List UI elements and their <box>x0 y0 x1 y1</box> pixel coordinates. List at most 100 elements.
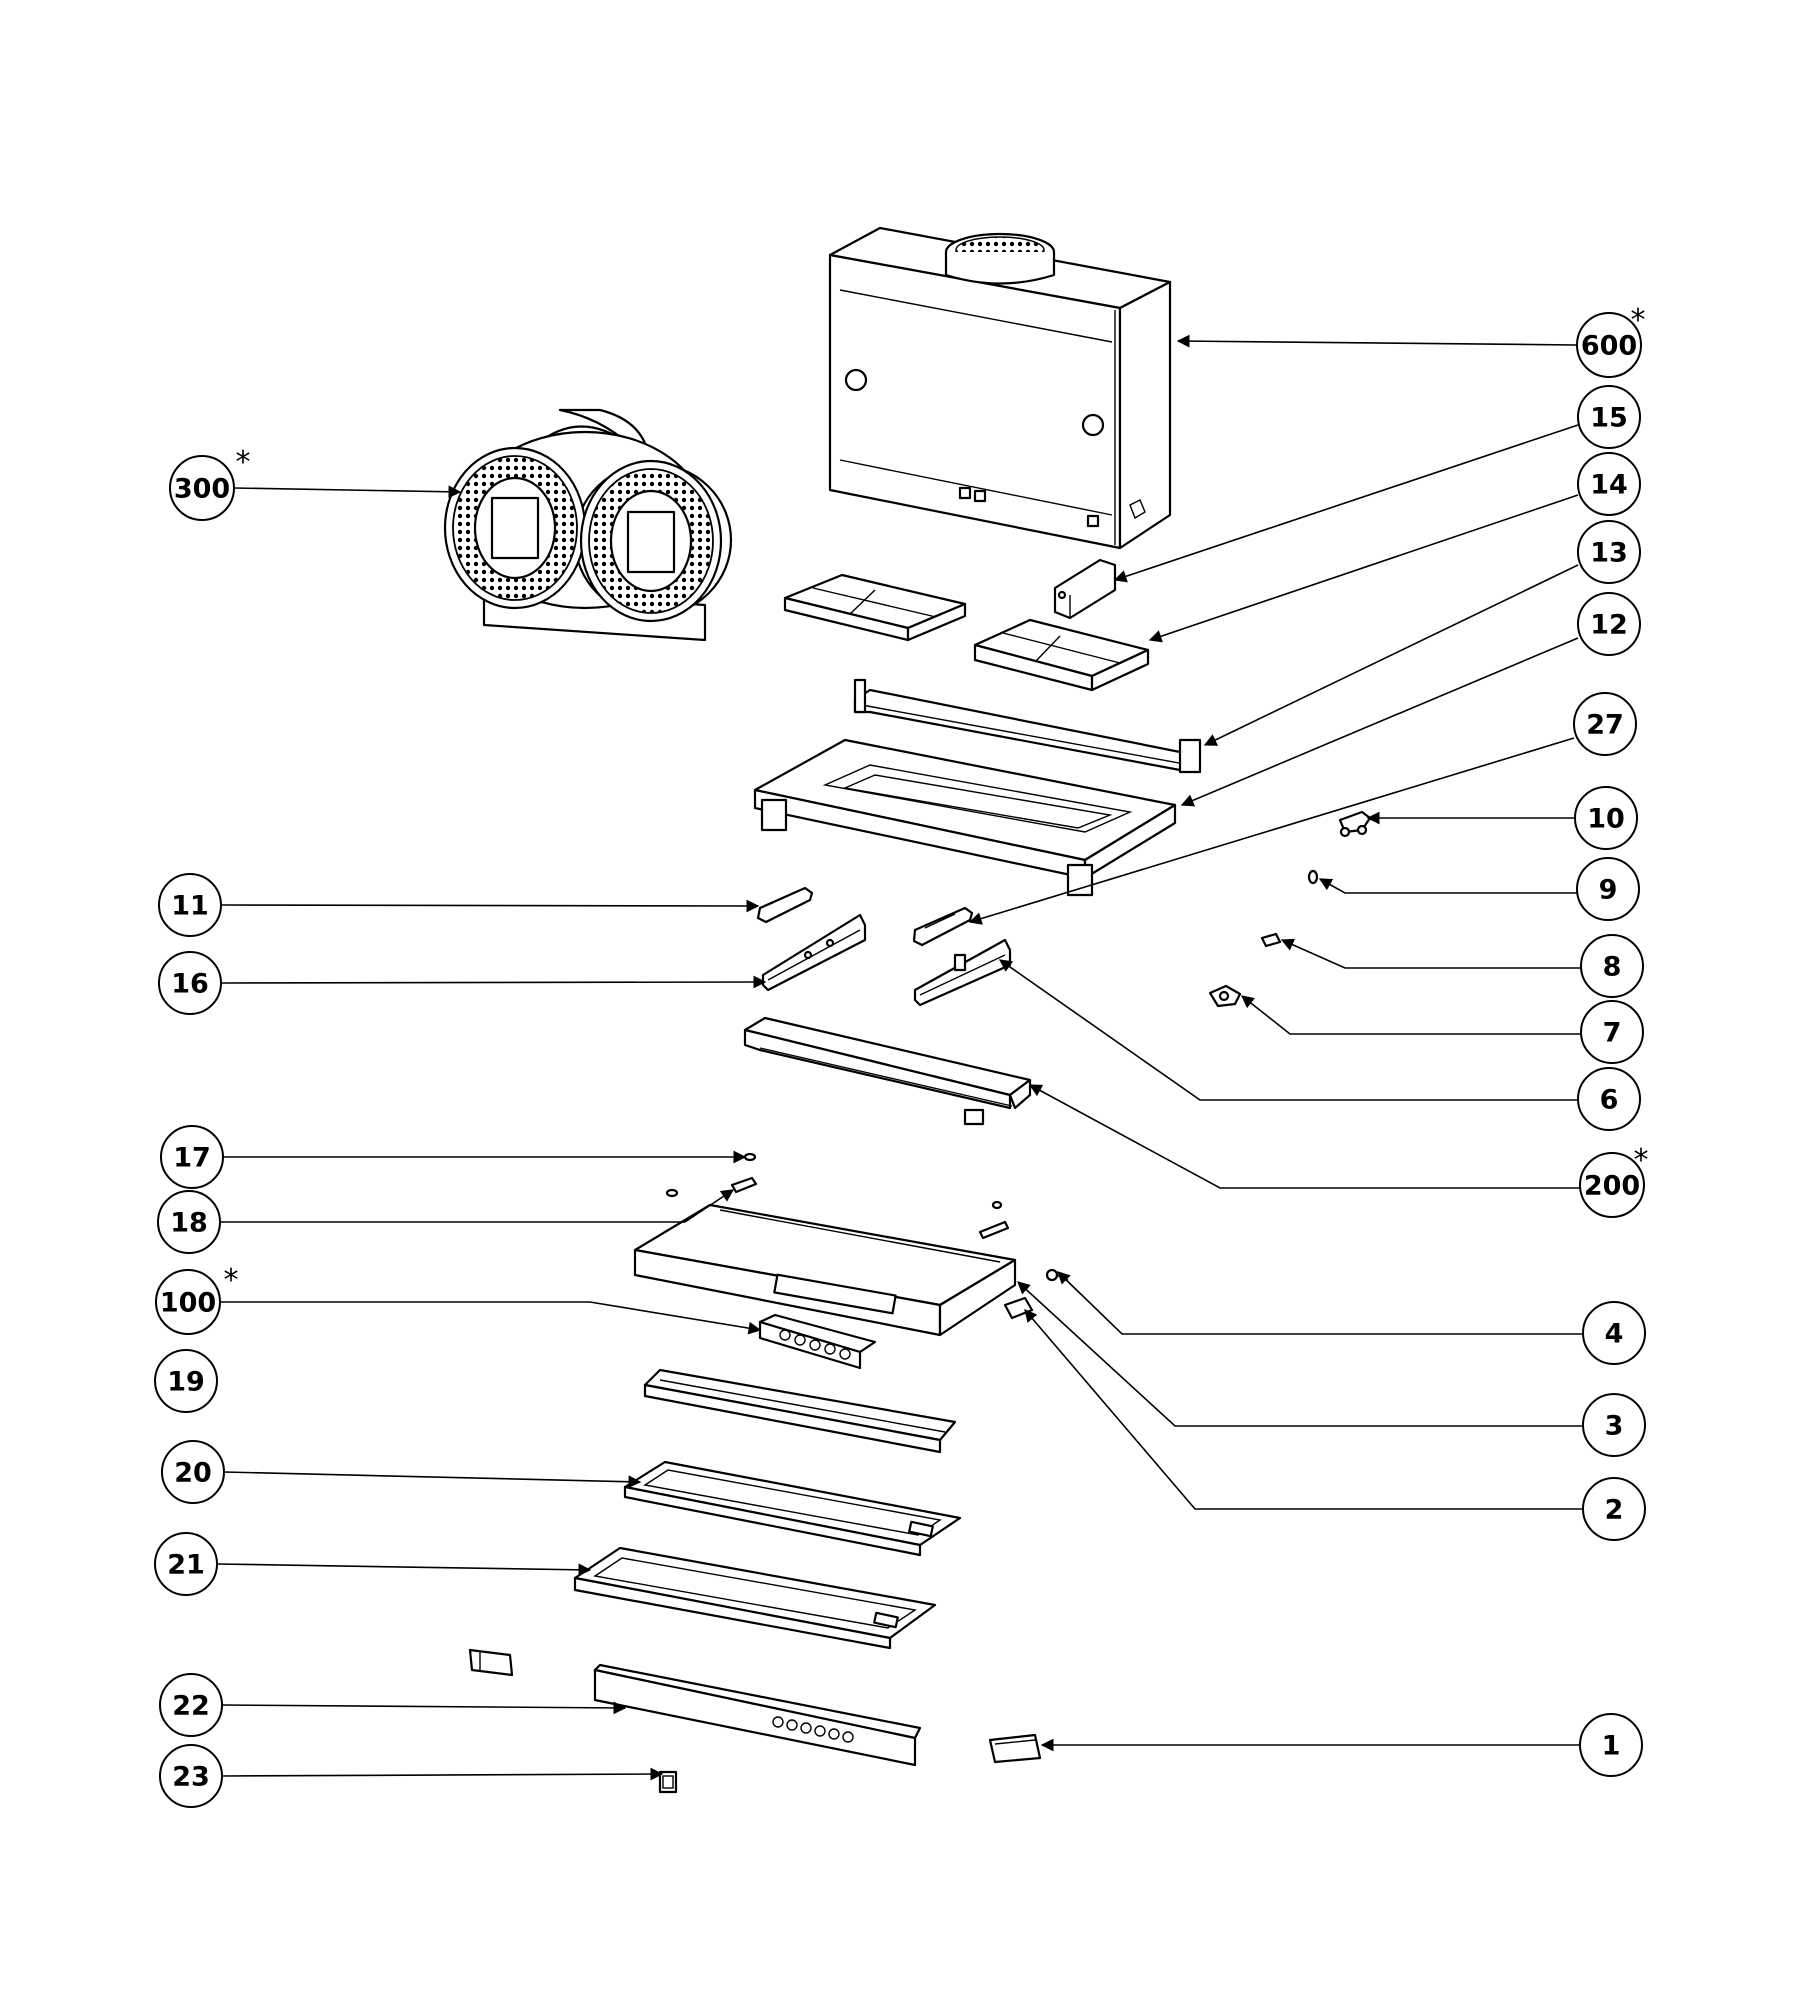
callout-bubble-6 <box>1577 1067 1641 1131</box>
part-600-housing <box>828 226 1172 550</box>
part-17-screw <box>743 1152 757 1162</box>
callout-23: 23 <box>159 1744 664 1808</box>
part-13-rail <box>853 678 1202 774</box>
part-200-channel <box>743 1016 1032 1126</box>
callout-bubble-1 <box>1579 1713 1643 1777</box>
callout-bubble-7 <box>1580 1000 1644 1064</box>
leader-line-11 <box>220 899 760 913</box>
callout-100: 100* <box>155 1263 762 1335</box>
callout-label-13: 13 <box>1590 538 1628 569</box>
callout-layer: 600*1514131227109876200*4321300*11161718… <box>154 303 1649 1808</box>
callout-bubble-100 <box>155 1269 221 1335</box>
callout-19: 19 <box>154 1349 218 1413</box>
callout-label-7: 7 <box>1603 1018 1622 1049</box>
part-end-clip <box>468 1648 514 1677</box>
leader-line-300 <box>233 485 462 499</box>
callout-label-8: 8 <box>1603 952 1622 983</box>
part-1-end-cap <box>988 1733 1042 1764</box>
leader-line-200 <box>1028 1084 1580 1189</box>
callout-label-21: 21 <box>167 1550 205 1581</box>
callout-label-200: 200 <box>1584 1171 1640 1202</box>
callout-7: 7 <box>1240 995 1644 1064</box>
callout-bubble-12 <box>1577 592 1641 656</box>
part-27-clip <box>912 906 974 947</box>
callout-label-20: 20 <box>174 1458 212 1489</box>
callout-label-16: 16 <box>171 969 209 1000</box>
leader-line-3 <box>1017 1281 1583 1427</box>
callout-label-22: 22 <box>172 1691 210 1722</box>
callout-bubble-200 <box>1579 1152 1645 1218</box>
asterisk-marker-600: * <box>1631 303 1646 338</box>
callout-22: 22 <box>159 1673 627 1737</box>
callout-label-9: 9 <box>1599 875 1618 906</box>
callout-8: 8 <box>1280 934 1644 998</box>
part-11-clip <box>756 886 814 924</box>
callout-17: 17 <box>160 1125 747 1189</box>
callout-bubble-13 <box>1577 520 1641 584</box>
callout-bubble-18 <box>157 1190 221 1254</box>
leader-line-9 <box>1318 878 1577 894</box>
part-20-filter <box>623 1460 962 1557</box>
callout-bubble-22 <box>159 1673 223 1737</box>
callout-bubble-8 <box>1580 934 1644 998</box>
callout-bubble-11 <box>158 873 222 937</box>
callout-bubble-2 <box>1582 1477 1646 1541</box>
part-18-clip <box>665 1176 1010 1240</box>
callout-label-100: 100 <box>160 1288 216 1319</box>
callout-label-18: 18 <box>170 1208 208 1239</box>
callout-label-6: 6 <box>1600 1085 1619 1116</box>
part-8-nut <box>1260 932 1282 948</box>
callout-15: 15 <box>1113 385 1641 583</box>
leader-line-8 <box>1280 938 1581 969</box>
callout-bubble-21 <box>154 1532 218 1596</box>
callout-label-23: 23 <box>172 1762 210 1793</box>
callout-14: 14 <box>1148 452 1641 643</box>
callout-label-4: 4 <box>1605 1319 1624 1350</box>
callout-21: 21 <box>154 1532 592 1596</box>
part-9-screw <box>1307 869 1319 885</box>
leader-line-22 <box>221 1701 627 1715</box>
callout-label-3: 3 <box>1605 1411 1624 1442</box>
part-21-filter <box>573 1546 937 1650</box>
callout-bubble-10 <box>1574 786 1638 850</box>
leader-line-23 <box>221 1767 664 1781</box>
callout-3: 3 <box>1017 1281 1646 1457</box>
callout-600: 600* <box>1176 303 1646 378</box>
leader-line-7 <box>1240 995 1581 1035</box>
leader-line-4 <box>1057 1271 1583 1335</box>
callout-label-600: 600 <box>1581 331 1637 362</box>
leader-line-20 <box>223 1471 642 1489</box>
callout-bubble-27 <box>1573 692 1637 756</box>
part-100-switch <box>758 1313 877 1370</box>
callout-bubble-14 <box>1577 452 1641 516</box>
part-14-filter-tray <box>973 618 1150 692</box>
callout-12: 12 <box>1180 592 1641 807</box>
callout-label-1: 1 <box>1602 1731 1621 1762</box>
asterisk-marker-200: * <box>1634 1143 1649 1178</box>
part-23-knob <box>658 1770 678 1794</box>
callout-bubble-4 <box>1582 1301 1646 1365</box>
part-22-front-trim <box>593 1663 922 1767</box>
part-7-plate <box>1208 984 1242 1008</box>
callout-label-19: 19 <box>167 1367 205 1398</box>
callout-bubble-9 <box>1576 857 1640 921</box>
part-2-clamp <box>1003 1296 1034 1320</box>
callout-11: 11 <box>158 873 760 937</box>
callout-1: 1 <box>1040 1713 1643 1777</box>
callout-200: 200* <box>1028 1084 1649 1218</box>
callout-18: 18 <box>157 1189 735 1254</box>
callout-bubble-20 <box>161 1440 225 1504</box>
leader-line-15 <box>1113 424 1579 583</box>
callout-label-12: 12 <box>1590 610 1628 641</box>
leader-line-600 <box>1176 334 1578 348</box>
part-10-fitting <box>1338 810 1372 838</box>
leader-line-14 <box>1148 494 1579 643</box>
callout-9: 9 <box>1318 857 1640 921</box>
callout-label-2: 2 <box>1605 1495 1624 1526</box>
callout-bubble-19 <box>154 1349 218 1413</box>
callout-label-300: 300 <box>174 474 230 505</box>
leader-line-100 <box>220 1301 762 1335</box>
callout-bubble-3 <box>1582 1393 1646 1457</box>
part-15-bracket <box>1053 558 1117 620</box>
